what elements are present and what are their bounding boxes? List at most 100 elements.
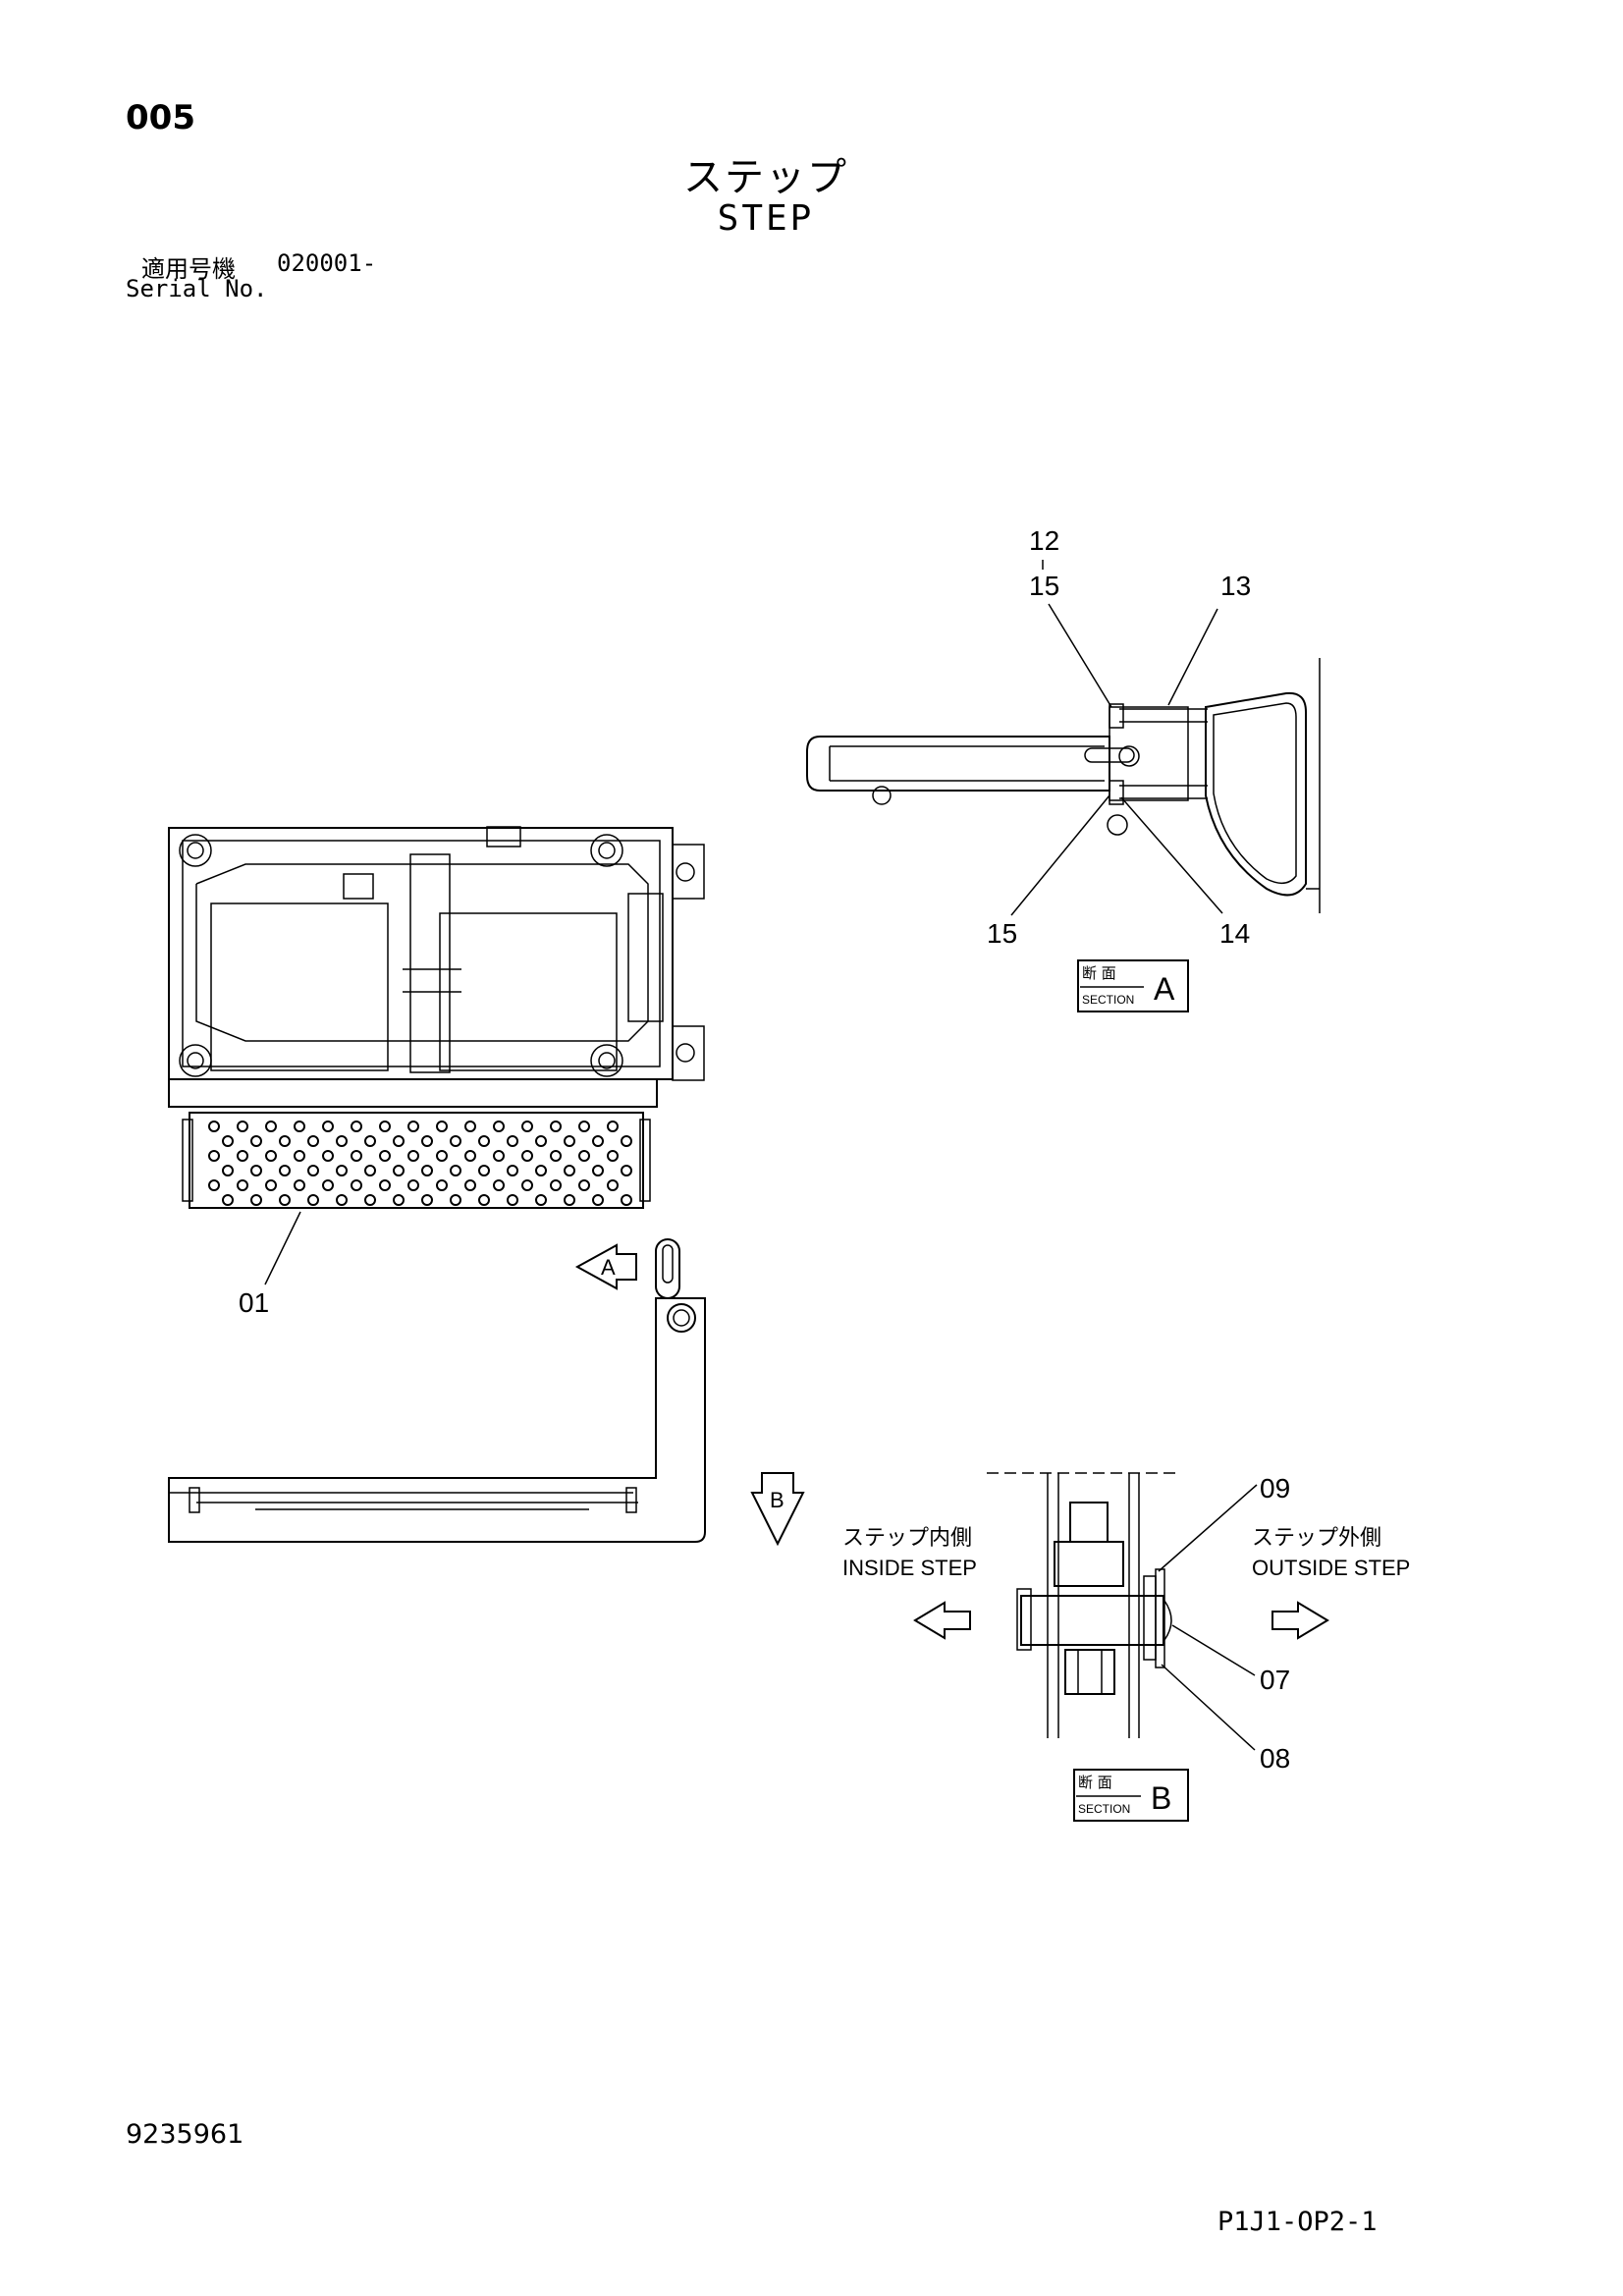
tread-hole: [379, 1121, 391, 1132]
tread-hole: [450, 1194, 461, 1206]
inside-step-label-jp: ステップ内側: [842, 1525, 972, 1550]
tread-hole: [507, 1135, 518, 1147]
tread-hole: [564, 1194, 575, 1206]
page-title-english: STEP: [717, 198, 815, 239]
tread-hole: [464, 1179, 476, 1191]
tread-hole: [464, 1121, 476, 1132]
tread-hole: [351, 1179, 362, 1191]
tread-hole: [250, 1165, 262, 1176]
tread-hole: [436, 1179, 448, 1191]
svg-text:SECTION: SECTION: [1082, 993, 1134, 1007]
tread-hole: [507, 1194, 518, 1206]
tread-hole: [535, 1165, 547, 1176]
tread-hole: [407, 1121, 419, 1132]
tread-hole: [279, 1135, 291, 1147]
page-title-japanese: ステップ: [683, 155, 848, 200]
svg-text:A: A: [601, 1255, 616, 1280]
tread-hole: [364, 1135, 376, 1147]
callout-15-bottom: 15: [987, 918, 1017, 949]
section-b-detail: [987, 1472, 1178, 1738]
svg-text:B: B: [1151, 1780, 1171, 1816]
svg-text:A: A: [1154, 971, 1175, 1007]
frame-top-view: [168, 826, 705, 1108]
callout-12: 12: [1029, 525, 1059, 556]
tread-hole: [322, 1179, 334, 1191]
tread-hole: [607, 1150, 619, 1162]
tread-hole: [521, 1121, 533, 1132]
tread-hole: [237, 1150, 248, 1162]
tread-hole: [322, 1150, 334, 1162]
leader-line-01: [264, 1211, 301, 1285]
tread-hole: [564, 1135, 575, 1147]
inside-step-label-en: INSIDE STEP: [842, 1556, 977, 1580]
tread-hole: [607, 1179, 619, 1191]
tread-hole: [336, 1165, 348, 1176]
tread-hole: [393, 1135, 405, 1147]
tread-hole: [237, 1121, 248, 1132]
outside-direction-arrow: [1271, 1601, 1329, 1640]
serial-label-japanese: 適用号機: [141, 255, 236, 283]
tread-hole: [294, 1150, 305, 1162]
tread-hole: [208, 1150, 220, 1162]
tread-hole: [478, 1194, 490, 1206]
tread-hole: [478, 1165, 490, 1176]
callout-08: 08: [1260, 1743, 1290, 1774]
tread-hole: [607, 1121, 619, 1132]
tread-hole: [464, 1150, 476, 1162]
tread-hole: [578, 1179, 590, 1191]
tread-hole: [265, 1179, 277, 1191]
callout-01: 01: [239, 1287, 269, 1318]
tread-hole: [250, 1194, 262, 1206]
callout-15-top: 15: [1029, 571, 1059, 601]
outside-step-label-en: OUTSIDE STEP: [1252, 1556, 1410, 1580]
tread-hole: [621, 1165, 632, 1176]
view-arrow-b: B: [750, 1472, 805, 1547]
tread-hole: [336, 1194, 348, 1206]
tread-hole: [307, 1135, 319, 1147]
tread-hole: [493, 1179, 505, 1191]
tread-hole: [279, 1165, 291, 1176]
tread-hole: [578, 1150, 590, 1162]
document-number: 9235961: [126, 2119, 244, 2150]
tread-hole: [294, 1179, 305, 1191]
tread-hole: [450, 1165, 461, 1176]
tread-hole: [294, 1121, 305, 1132]
svg-text:断 面: 断 面: [1082, 964, 1116, 982]
callout-07: 07: [1260, 1665, 1290, 1695]
tread-hole: [222, 1194, 234, 1206]
section-a-detail: [806, 658, 1321, 913]
callout-14: 14: [1219, 918, 1250, 949]
svg-text:SECTION: SECTION: [1078, 1802, 1130, 1816]
leader-line-08: [1161, 1664, 1256, 1751]
tread-hole: [351, 1121, 362, 1132]
step-tread-plate: [182, 1112, 651, 1209]
tread-hole: [478, 1135, 490, 1147]
tread-hole: [364, 1194, 376, 1206]
tread-hole: [265, 1121, 277, 1132]
leader-line-15-top: [1048, 603, 1112, 708]
step-side-view: [168, 1238, 706, 1543]
inside-direction-arrow: [913, 1601, 971, 1640]
tread-hole: [621, 1194, 632, 1206]
outside-step-label-jp: ステップ外側: [1252, 1525, 1381, 1550]
tread-hole: [364, 1165, 376, 1176]
tread-hole: [421, 1165, 433, 1176]
leader-line-13: [1167, 608, 1218, 706]
tread-hole: [407, 1150, 419, 1162]
svg-text:B: B: [770, 1488, 784, 1512]
tread-hole: [578, 1121, 590, 1132]
tread-hole: [421, 1135, 433, 1147]
tread-hole: [592, 1194, 604, 1206]
view-arrow-a: A: [574, 1243, 637, 1290]
tread-hole: [237, 1179, 248, 1191]
tread-hole: [592, 1135, 604, 1147]
serial-number-range: 020001-: [277, 249, 377, 277]
tread-hole: [521, 1179, 533, 1191]
tread-hole: [393, 1165, 405, 1176]
tread-hole: [507, 1165, 518, 1176]
tread-hole: [336, 1135, 348, 1147]
tread-hole: [307, 1194, 319, 1206]
leader-line-07: [1171, 1624, 1256, 1676]
callout-09: 09: [1260, 1473, 1290, 1503]
